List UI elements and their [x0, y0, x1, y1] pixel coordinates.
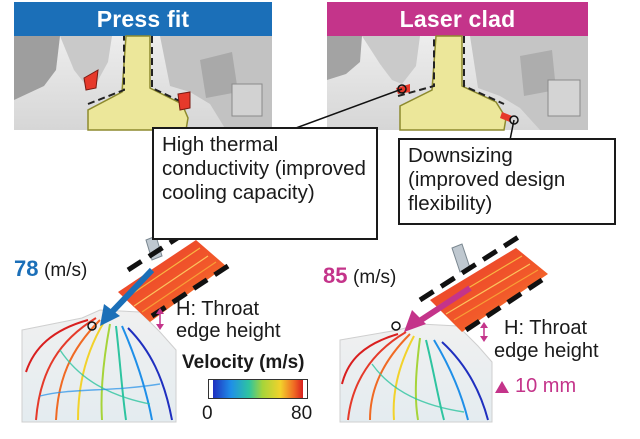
laser-clad-throat-label-line1: H: Throat	[504, 317, 587, 339]
triangle-delta-icon	[495, 380, 509, 393]
velocity-colorbar-title: Velocity (m/s)	[182, 352, 305, 373]
press-fit-header: Press fit	[14, 2, 272, 36]
press-fit-velocity-unit: (m/s)	[44, 260, 88, 281]
laser-clad-cad-section	[327, 35, 588, 131]
press-fit-flow-simulation	[21, 223, 230, 423]
velocity-colorbar-max: 80	[291, 403, 313, 424]
laser-clad-velocity-unit: (m/s)	[353, 267, 397, 288]
laser-clad-velocity-label: 85 (m/s)	[323, 265, 396, 289]
press-fit-throat-label-line2: edge height	[176, 320, 281, 342]
laser-clad-flow-simulation	[339, 233, 550, 423]
laser-clad-throat-label-line2: edge height	[494, 340, 599, 362]
downsizing-text: Downsizing (improved design flexibility)	[408, 144, 566, 215]
downsizing-callout: Downsizing (improved design flexibility)	[398, 138, 616, 225]
laser-clad-header-label: Laser clad	[399, 5, 516, 32]
press-fit-velocity-label: 78 (m/s)	[14, 258, 87, 282]
press-fit-throat-label-line1: H: Throat	[176, 298, 259, 320]
callout-leaders	[295, 88, 515, 141]
laser-clad-velocity-value: 85	[323, 263, 348, 288]
velocity-colorbar	[208, 379, 308, 399]
throat-height-reduction: 10 mm	[495, 375, 576, 398]
press-fit-header-label: Press fit	[96, 5, 190, 32]
velocity-colorbar-min: 0	[202, 403, 213, 424]
press-fit-velocity-value: 78	[14, 256, 39, 281]
thermal-conductivity-callout: High thermal conductivity (improved cool…	[152, 127, 378, 240]
thermal-conductivity-text: High thermal conductivity (improved cool…	[162, 133, 366, 204]
press-fit-cad-section	[14, 35, 272, 131]
laser-clad-header: Laser clad	[327, 2, 588, 36]
throat-height-reduction-value: 10 mm	[515, 375, 577, 397]
